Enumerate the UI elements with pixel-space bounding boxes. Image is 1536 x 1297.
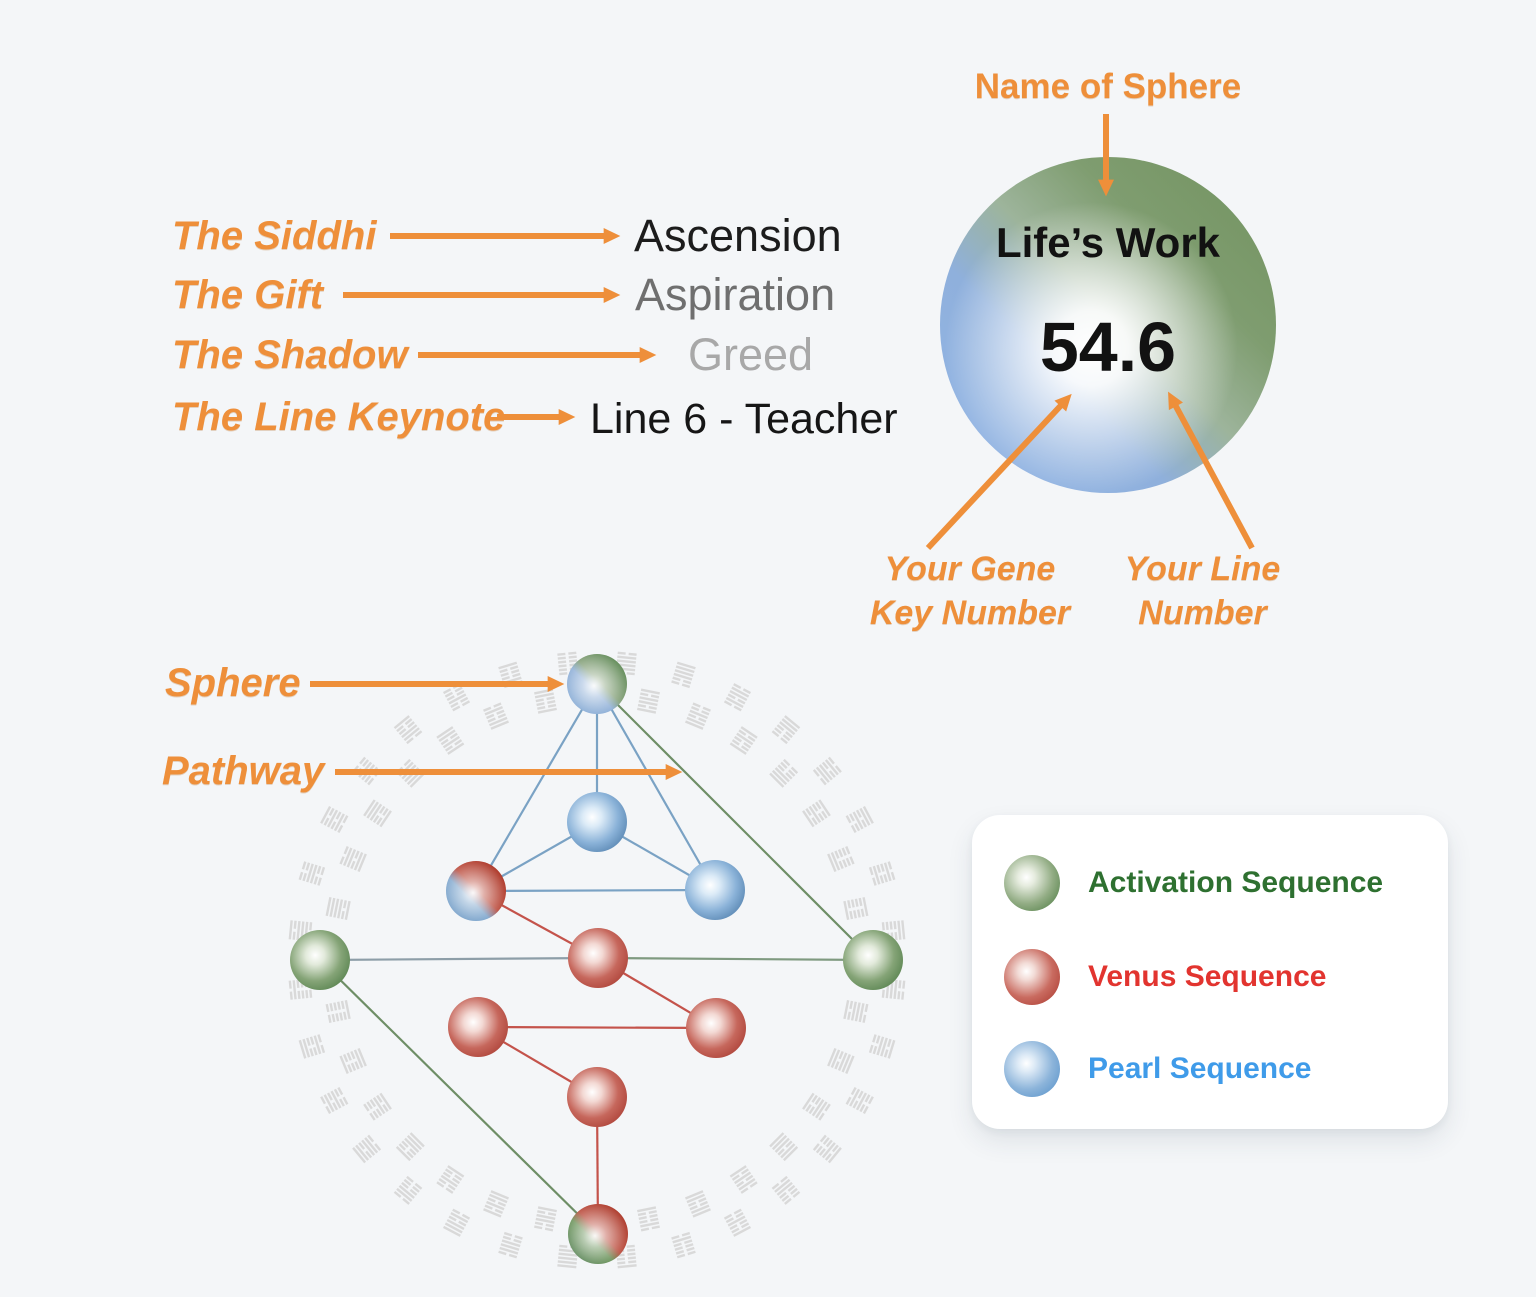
legend-item-label: Pearl Sequence (1088, 1052, 1312, 1085)
sphere-highlight (446, 861, 506, 921)
pathway-line (319, 956, 599, 962)
diagram-sphere-lower-mid (567, 1067, 627, 1127)
gift-label: The Gift (172, 273, 324, 317)
diagram-sphere-far-left (290, 930, 350, 990)
diagram-sphere-lower-left (448, 997, 508, 1057)
name-of-sphere-label: Name of Sphere (974, 67, 1242, 106)
legend-item-label: Activation Sequence (1088, 866, 1384, 899)
legend-item-label: Venus Sequence (1088, 960, 1327, 993)
legend-item-pearl: Pearl Sequence (1004, 1041, 1311, 1097)
siddhi-value: Ascension (634, 210, 842, 261)
shadow-value: Greed (688, 329, 814, 380)
sphere-highlight (567, 654, 627, 714)
legend-item-activation: Activation Sequence (1004, 855, 1383, 911)
legend-card: Activation Sequence Venus Sequence Pearl… (972, 815, 1448, 1129)
pearl-sphere-icon (1004, 1041, 1060, 1097)
gene-key-number-text: 54.6 (1039, 308, 1177, 386)
siddhi-label: The Siddhi (172, 214, 377, 258)
venus-sphere-icon (1004, 949, 1060, 1005)
line-keynote-value: Line 6 - Teacher (590, 395, 898, 443)
activation-sphere-icon (1004, 855, 1060, 911)
pathway-line (596, 683, 716, 891)
diagram-sphere-center (568, 928, 628, 988)
line-keynote-label: The Line Keynote (172, 395, 506, 439)
pathway-line (319, 959, 599, 1235)
line-number-label: Your Line Number (1124, 550, 1281, 632)
pathway-line (477, 1025, 717, 1030)
sphere-highlight (568, 1204, 628, 1264)
diagram-sphere-lower-right (686, 998, 746, 1058)
diagram-sphere-far-right (843, 930, 903, 990)
diagram-sphere-mid-right (685, 860, 745, 920)
sphere-pointer-label: Sphere (165, 661, 301, 705)
profile-spheres (290, 654, 903, 1264)
legend-item-venus: Venus Sequence (1004, 949, 1326, 1005)
shadow-label: The Shadow (172, 333, 408, 377)
gift-value: Aspiration (635, 269, 836, 320)
sphere-name-text: Life’s Work (995, 219, 1221, 266)
diagram-sphere-upper-mid (567, 792, 627, 852)
gene-key-number-label: Your Gene Key Number (869, 550, 1071, 632)
lifes-work-sphere: Life’s Work 54.6 (940, 157, 1276, 493)
pathway-pointer-label: Pathway (162, 749, 325, 793)
pathway-line (596, 683, 874, 961)
pathway-line (475, 888, 716, 893)
hexagram-ring (288, 651, 906, 1269)
pathway-line (597, 956, 874, 962)
pathway-line (475, 683, 598, 892)
